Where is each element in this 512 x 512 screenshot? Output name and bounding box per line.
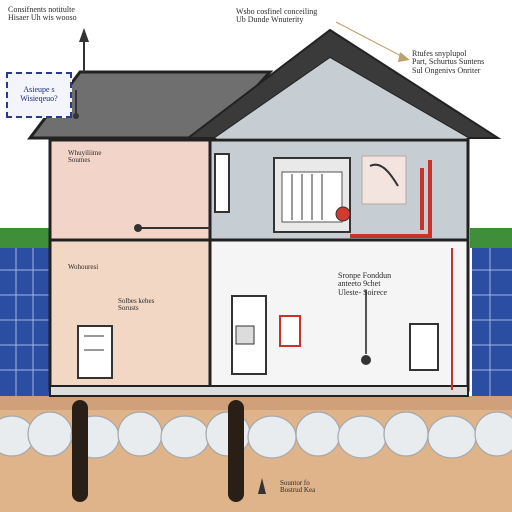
ground-band bbox=[0, 396, 512, 410]
solar-panel-left bbox=[0, 246, 50, 396]
label-lower-left-1: Wohouresi bbox=[68, 263, 99, 271]
label-top-center: Wsbo cosfinel conceiling Ub Dunde Wnuter… bbox=[236, 7, 318, 25]
boiler-unit-left bbox=[77, 325, 113, 379]
up-arrow-icon bbox=[79, 28, 89, 42]
attic-space bbox=[215, 58, 468, 138]
ceiling-fan-icon bbox=[361, 155, 407, 205]
label-center-right: Sronpe Fonddun anteeto 9chet Uleste- Soi… bbox=[338, 271, 392, 297]
water-heater-unit bbox=[231, 295, 267, 375]
floor-slab bbox=[49, 385, 469, 397]
heat-pipe bbox=[350, 160, 432, 238]
label-ground-bottom: Sountor fo Bostrud Kea bbox=[280, 479, 316, 495]
left-upper-room bbox=[48, 138, 212, 242]
solar-panel-right bbox=[472, 246, 512, 396]
pressure-valve-icon bbox=[335, 206, 351, 222]
arrow-right-icon bbox=[398, 52, 410, 62]
grass-strip bbox=[0, 228, 512, 248]
attic-window bbox=[214, 153, 230, 213]
lamp-fixture bbox=[361, 290, 371, 365]
air-handler-unit bbox=[273, 157, 351, 233]
label-boxed: Asieupe s Wisieqeuo? bbox=[6, 72, 72, 118]
thermostat-icon bbox=[279, 315, 301, 347]
label-lower-left-2: Solbes kehes Sorusts bbox=[118, 297, 155, 313]
outlet-box bbox=[409, 323, 439, 371]
label-top-left: Consifnents notitulte Hisaer Uh wis woos… bbox=[8, 5, 77, 23]
label-roof-right: Rtufes snyplupol Part, Schurtus Suntens … bbox=[412, 49, 485, 75]
roof-peak-pointer bbox=[335, 21, 406, 59]
foundation-pile-right bbox=[228, 400, 244, 502]
foundation-pile-left bbox=[72, 400, 88, 502]
up-arrow-ground-icon bbox=[258, 478, 266, 494]
rock-layer bbox=[0, 411, 512, 459]
label-attic-left: Whuyiliime Soumes bbox=[68, 149, 102, 165]
